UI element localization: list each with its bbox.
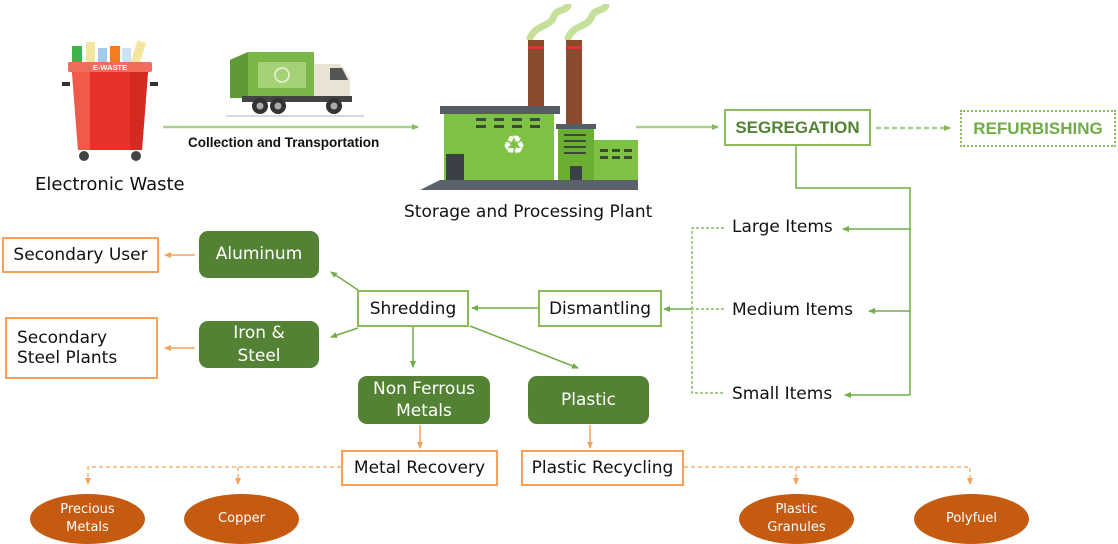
collection-transportation-caption: Collection and Transportation xyxy=(188,135,380,150)
plastic-label: Plastic xyxy=(561,389,616,410)
aluminum-node[interactable]: Aluminum xyxy=(199,231,319,278)
secondary-user-label: Secondary User xyxy=(13,245,148,265)
storage-processing-plant-caption: Storage and Processing Plant xyxy=(404,202,653,222)
electronic-waste-caption: Electronic Waste xyxy=(35,174,185,195)
polyfuel-output[interactable]: Polyfuel xyxy=(914,494,1029,544)
iron-steel-label-line2: Steel xyxy=(237,345,281,366)
plastic-granules-line1: Plastic xyxy=(775,502,818,518)
copper-output[interactable]: Copper xyxy=(184,494,299,544)
recycling-factory-icon: ♻ xyxy=(420,4,638,190)
plastic-granules-line2: Granules xyxy=(767,520,826,535)
refurbishing-node[interactable]: REFURBISHING xyxy=(960,110,1116,147)
secondary-steel-plants-node[interactable]: Secondary Steel Plants xyxy=(5,317,158,379)
metal-recovery-node[interactable]: Metal Recovery xyxy=(341,450,498,486)
connector-metal-recovery-outputs xyxy=(85,466,341,485)
plastic-recycling-label: Plastic Recycling xyxy=(531,458,674,478)
copper-label: Copper xyxy=(218,511,265,527)
svg-text:♻: ♻ xyxy=(502,131,525,161)
secondary-user-node[interactable]: Secondary User xyxy=(2,237,159,273)
iron-steel-label-line1: Iron & xyxy=(233,323,285,344)
aluminum-label: Aluminum xyxy=(215,244,303,265)
non-ferrous-metals-node[interactable]: Non Ferrous Metals xyxy=(358,376,490,424)
secondary-steel-label-line2: Steel Plants xyxy=(17,348,118,368)
e-waste-bin-icon: E-WASTE xyxy=(62,40,158,161)
secondary-steel-label-line1: Secondary xyxy=(17,328,108,348)
plastic-granules-output[interactable]: Plastic Granules xyxy=(739,494,854,544)
medium-items-label: Medium Items xyxy=(732,300,853,320)
non-ferrous-label-line1: Non Ferrous xyxy=(373,378,475,399)
dismantling-label: Dismantling xyxy=(548,298,652,319)
connector-segregation-branch xyxy=(795,146,911,395)
garbage-truck-icon xyxy=(226,52,364,117)
plastic-node[interactable]: Plastic xyxy=(528,376,649,424)
plastic-recycling-node[interactable]: Plastic Recycling xyxy=(521,450,684,486)
connector-sizes-gather xyxy=(691,227,724,394)
refurbishing-label: REFURBISHING xyxy=(973,118,1103,138)
non-ferrous-label-line2: Metals xyxy=(396,401,452,421)
bin-label: E-WASTE xyxy=(93,63,127,72)
dismantling-node[interactable]: Dismantling xyxy=(538,290,662,327)
precious-metals-output[interactable]: Precious Metals xyxy=(30,494,145,544)
precious-metals-line2: Metals xyxy=(66,520,109,535)
precious-metals-line1: Precious xyxy=(60,502,115,518)
connector-plastic-recycling-outputs xyxy=(684,466,973,485)
segregation-node[interactable]: SEGREGATION xyxy=(724,109,871,146)
arrow-shredding-to-iron xyxy=(330,327,359,338)
segregation-label: SEGREGATION xyxy=(735,117,860,137)
polyfuel-label: Polyfuel xyxy=(945,511,998,527)
shredding-label: Shredding xyxy=(369,298,457,319)
arrow-shredding-to-plastic xyxy=(469,325,579,369)
metal-recovery-label: Metal Recovery xyxy=(353,458,486,478)
large-items-label: Large Items xyxy=(732,217,833,237)
shredding-node[interactable]: Shredding xyxy=(357,290,469,327)
arrow-shredding-to-aluminum xyxy=(330,271,359,291)
small-items-label: Small Items xyxy=(732,384,833,404)
iron-steel-node[interactable]: Iron & Steel xyxy=(199,321,319,368)
